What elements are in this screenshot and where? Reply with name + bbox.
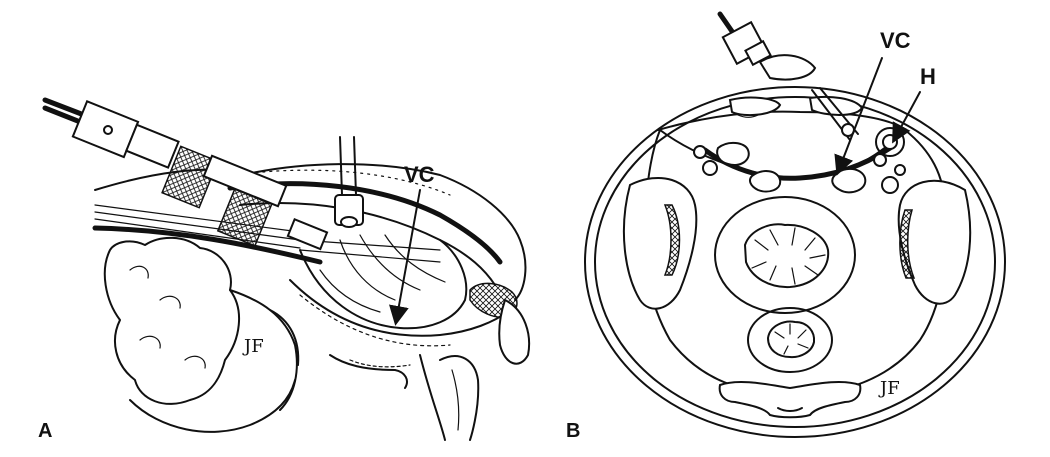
cavity-line <box>384 234 446 283</box>
peritoneum-dotted <box>299 294 451 347</box>
bowel-loop-3 <box>129 379 296 433</box>
iliac-muscle-right <box>899 209 916 279</box>
muscle-fibre <box>94 218 301 249</box>
artist-signature-b: JF <box>878 378 900 399</box>
trocar-port <box>161 145 219 209</box>
h-arrow <box>892 91 921 144</box>
iliac-wing-left <box>622 176 698 310</box>
rectum-outer <box>747 307 833 373</box>
trocar-hub-b <box>758 54 817 81</box>
pubic-symphysis <box>498 298 531 365</box>
second-trocar-lens <box>340 216 358 228</box>
bowel-detail <box>129 265 149 279</box>
balloon-port <box>216 188 273 247</box>
artist-signature-a: JF <box>242 336 264 357</box>
second-trocar <box>334 136 364 228</box>
bladder-outline <box>419 354 446 441</box>
mucosal-folds <box>751 227 826 285</box>
cavity-line <box>319 269 381 313</box>
bowel-cross-section-outer <box>714 196 856 314</box>
vessel-circle <box>693 145 707 159</box>
abdominal-wall-outer <box>229 163 527 301</box>
bowel-detail <box>139 335 161 349</box>
body-outline-inner <box>594 96 996 428</box>
vc-arrow-a <box>389 189 421 326</box>
muscle-fibre <box>94 204 301 233</box>
created-cavity <box>299 239 468 330</box>
body-outline <box>584 86 1006 438</box>
peritoneum <box>289 279 511 337</box>
camera-coupler <box>125 123 180 169</box>
muscle-fibre <box>299 249 441 263</box>
panel-a-drawing: VC JF A <box>38 97 531 442</box>
bowel-loops <box>103 236 241 405</box>
sacral-canal <box>777 407 803 412</box>
bladder-wall <box>439 355 480 441</box>
fat-layer <box>234 169 451 196</box>
cavity-line <box>359 234 421 291</box>
iliac-muscle-left <box>663 204 681 276</box>
rectum-folds <box>774 323 809 355</box>
iliac-wing-right <box>897 179 972 305</box>
bladder-detail <box>451 369 460 431</box>
vessel-circle <box>873 153 887 167</box>
vessel-circle <box>894 164 906 176</box>
rectus-detail <box>737 114 759 118</box>
bowel-loop-4-dots <box>349 359 411 368</box>
muscle-fibre <box>94 211 301 241</box>
rectus-muscle-left <box>728 96 782 117</box>
posterior-fascia <box>92 225 323 265</box>
vc-label-a: VC <box>404 162 435 187</box>
lymph-node <box>716 142 750 166</box>
bowel-detail <box>159 295 181 309</box>
sacrum <box>718 381 862 419</box>
bowel-mucosa <box>744 223 830 289</box>
abdominal-wall-line <box>657 110 906 131</box>
endoscope-instrument <box>42 97 329 251</box>
camera-button <box>103 125 113 135</box>
vessel-circle <box>702 160 718 176</box>
bowel-loop-2-inner <box>269 309 300 366</box>
panel-label-a: A <box>38 420 52 442</box>
panel-label-b: B <box>566 420 580 442</box>
rectum-lumen <box>767 320 816 359</box>
vc-arrow-b <box>834 57 883 176</box>
vessel-circle <box>881 176 899 194</box>
endoscope-tip <box>286 217 329 251</box>
vc-label-b: VC <box>880 28 911 53</box>
second-trocar-shaft <box>339 136 343 196</box>
iliac-vessels-left <box>693 142 782 193</box>
panel-b-drawing: VC H JF B <box>566 11 1006 442</box>
bowel-loop-2 <box>229 289 298 411</box>
lymph-node <box>749 170 782 193</box>
cavity-line <box>339 239 396 301</box>
second-trocar-shaft <box>353 136 357 196</box>
bowel-loop-4 <box>329 354 408 389</box>
h-label: H <box>920 64 936 89</box>
endoscope-instrument-b <box>717 11 859 141</box>
bowel-detail <box>184 355 206 369</box>
muscle-layer <box>239 202 496 286</box>
